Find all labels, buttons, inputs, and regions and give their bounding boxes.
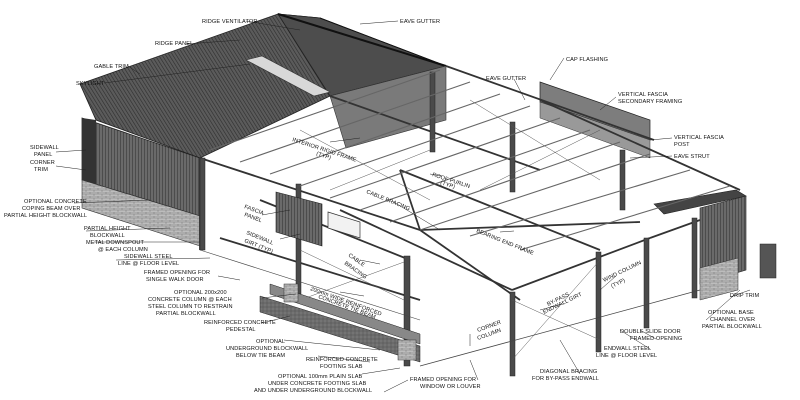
eave-gutter-line [319, 17, 447, 67]
fascia-panel [275, 191, 323, 247]
label-skylight: SKYLIGHT [76, 81, 105, 87]
label-ridge-panel: RIDGE PANEL [155, 41, 193, 47]
label-fascia-post-b: POST [674, 142, 690, 148]
door-panel [759, 243, 777, 279]
sidewall-floor-line [199, 249, 421, 321]
structure [79, 13, 777, 377]
label-gable-trim: GABLE TRIM [94, 64, 129, 70]
concrete-tie-beam [269, 283, 421, 345]
label-roof-purlin-b: (TYP) [439, 180, 455, 190]
fascia-secondary [539, 101, 651, 159]
label-cap-flashing: CAP FLASHING [566, 57, 608, 63]
label-coping-beam-c: PARTIAL HEIGHT BLOCKWALL [4, 213, 87, 219]
label-window-opening-b: WINDOW OR LOUVER [420, 384, 481, 390]
label-fascia-post-a: VERTICAL FASCIA [674, 135, 724, 141]
footing-slab [259, 295, 421, 363]
label-base-channel-b: CHANNEL OVER [710, 317, 755, 323]
label-diagonal-bracing-a: DIAGONAL BRACING [540, 369, 597, 375]
label-concrete-column-b: CONCRETE COLUMN @ EACH [148, 297, 232, 303]
label-fascia-panel-b: PANEL [243, 212, 262, 224]
cable-bracing [299, 99, 601, 361]
label-sidewall-steel-b: LINE @ FLOOR LEVEL [118, 261, 179, 267]
label-concrete-column-a: OPTIONAL 200x200 [174, 290, 227, 296]
label-sidewall-panel-a: SIDEWALL [30, 145, 59, 151]
leader-lines [55, 20, 751, 393]
label-double-slide-door-a: DOUBLE SLIDE DOOR [620, 329, 681, 335]
label-rc-pedestal-a: REINFORCED CONCRETE [204, 320, 276, 326]
right-blockwall [699, 257, 739, 301]
label-plain-slab-c: AND UNDER UNDERGROUND BLOCKWALL [254, 388, 372, 394]
label-downspout-b: @ EACH COLUMN [98, 247, 148, 253]
label-footing-slab-b: FOOTING SLAB [320, 364, 363, 370]
label-plain-slab-a: OPTIONAL 100mm PLAIN SLAB [278, 374, 363, 380]
label-framed-door-b: SINGLE WALK DOOR [146, 277, 204, 283]
label-corner-trim-a: CORNER [30, 160, 55, 166]
label-underground-blockwall-b: UNDERGROUND BLOCKWALL [226, 346, 308, 352]
label-double-slide-door-b: FRAMED OPENING [630, 336, 682, 342]
label-eave-gutter: EAVE GUTTER [400, 19, 440, 25]
label-coping-beam-a: OPTIONAL CONCRETE [24, 199, 87, 205]
label-ridge-ventilator: RIDGE VENTILATOR [202, 19, 257, 25]
label-concrete-column-d: PARTIAL BLOCKWALL [156, 311, 216, 317]
concrete-pedestal-2 [397, 339, 417, 361]
label-corner-trim-b: TRIM [34, 167, 48, 173]
label-plain-slab-b: UNDER CONCRETE FOOTING SLAB [268, 381, 367, 387]
ridge-ventilator-line [277, 13, 447, 67]
label-vertical-fascia-a: VERTICAL FASCIA [618, 92, 668, 98]
label-cable-bracing-roof: CABLE BRACING [365, 189, 411, 212]
gable-wall-cladding [82, 118, 96, 198]
label-endwall-steel-b: LINE @ FLOOR LEVEL [596, 353, 657, 359]
label-eave-strut: EAVE STRUT [674, 154, 710, 160]
label-footing-slab-a: REINFORCED CONCRETE [306, 357, 378, 363]
label-underground-blockwall-a: OPTIONAL [256, 339, 285, 345]
skylight-panel [245, 55, 331, 97]
concrete-pedestal [283, 283, 299, 303]
label-diagonal-bracing-b: FOR BY-PASS ENDWALL [532, 376, 599, 382]
label-underground-blockwall-c: BELOW TIE BEAM [236, 353, 285, 359]
endwall-floor-line [419, 289, 701, 367]
label-sidewall-steel-a: SIDEWALL STEEL [124, 254, 173, 260]
label-concrete-column-c: STEEL COLUMN TO RESTRAIN [148, 304, 233, 310]
label-rigid-frame-b: (TYP) [315, 151, 331, 161]
framed-window [327, 211, 361, 239]
label-window-opening-a: FRAMED OPENING FOR [410, 377, 476, 383]
label-bearing-end-frame: BEARING END FRAME [475, 228, 534, 257]
label-eave-gutter-right: EAVE GUTTER [486, 76, 526, 82]
label-partial-height-b: BLOCKWALL [90, 233, 125, 239]
label-coping-beam-b: COPING BEAM OVER [22, 206, 80, 212]
label-base-channel-a: OPTIONAL BASE [708, 310, 754, 316]
label-sidewall-panel-b: PANEL [34, 152, 52, 158]
label-rc-pedestal-b: PEDESTAL [226, 327, 256, 333]
label-partial-height-a: PARTIAL HEIGHT [84, 226, 131, 232]
label-downspout-a: METAL DOWNSPOUT [86, 240, 145, 246]
roof-purlins [209, 69, 731, 251]
label-vertical-fascia-b: SECONDARY FRAMING [618, 99, 682, 105]
label-drip-trim: DRIP TRIM [730, 293, 760, 299]
label-framed-door-a: FRAMED OPENING FOR [144, 270, 210, 276]
label-base-channel-c: PARTIAL BLOCKWALL [702, 324, 762, 330]
label-endwall-steel-a: ENDWALL STEEL [604, 346, 651, 352]
